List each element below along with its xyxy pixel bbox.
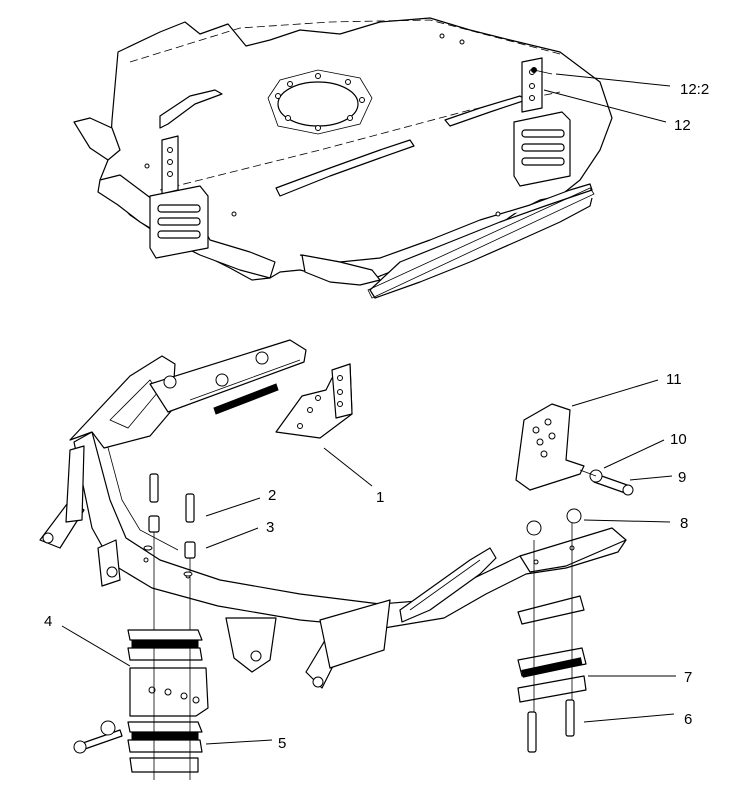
right-web	[319, 599, 391, 669]
deck-left-flap	[73, 117, 121, 161]
callout-5: 5	[278, 735, 286, 752]
callout-11: 11	[666, 371, 682, 388]
deck-louver-right	[513, 111, 571, 187]
parts-8-9-10-fasteners	[526, 469, 634, 536]
callout-10: 10	[670, 431, 687, 448]
deck-front-skirt	[299, 183, 593, 299]
mounting-frame	[39, 339, 627, 689]
parts-2-3-studs	[143, 473, 196, 640]
parts-4-5-isolator-stack	[73, 629, 209, 780]
callout-2: 2	[268, 487, 276, 504]
bracket-pin	[533, 69, 553, 75]
right-gusset	[399, 547, 497, 623]
frame-bar-dark	[213, 383, 279, 415]
mower-deck	[73, 17, 613, 299]
leader-lines	[61, 73, 676, 745]
part-1-bracket	[275, 363, 353, 439]
deck-bracket-right	[521, 57, 543, 113]
callout-12-2: 12:2	[680, 81, 709, 98]
callout-6: 6	[684, 711, 692, 728]
left-lug	[97, 539, 121, 587]
deck-bracket-left	[161, 135, 179, 195]
left-link	[65, 445, 85, 523]
center-bracket	[225, 617, 277, 673]
spindle-boss	[267, 69, 373, 135]
deck-edge-dashed	[129, 19, 561, 63]
deck-rib-left	[159, 89, 223, 129]
callout-1: 1	[376, 489, 384, 506]
deck-rear-chute	[301, 254, 381, 286]
callout-3: 3	[266, 519, 274, 536]
deck-louver-left	[149, 185, 209, 259]
callout-labels: 12:2 12 11 10 9 8 7 6 5 4 3 2 1	[44, 81, 709, 752]
callout-9: 9	[678, 469, 686, 486]
callout-7: 7	[684, 669, 692, 686]
deck-rib-right	[275, 139, 415, 197]
callout-12: 12	[674, 117, 691, 134]
parts-6-7-isolator-stack	[517, 520, 587, 753]
deck-bottom-rail	[367, 187, 595, 299]
callout-4: 4	[44, 613, 52, 630]
part-11-bracket	[515, 403, 585, 491]
left-gusset	[69, 355, 176, 449]
callout-8: 8	[680, 515, 688, 532]
